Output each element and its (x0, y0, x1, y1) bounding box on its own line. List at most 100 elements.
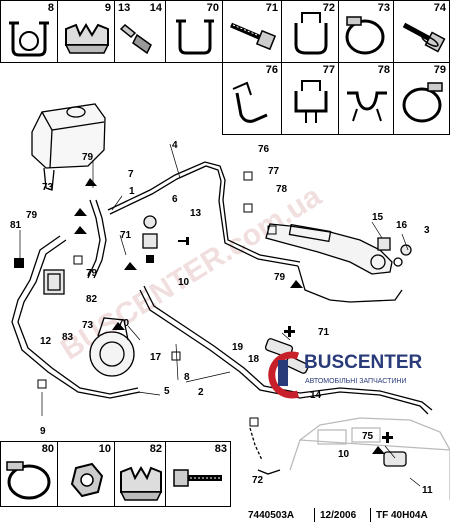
callout-1: 1 (129, 186, 135, 197)
part-box-76: 76 (222, 62, 282, 135)
hose-clamp-icon (402, 82, 443, 123)
callout-83: 83 (62, 332, 74, 343)
callout-2: 2 (198, 387, 204, 398)
part-number: 71 (265, 2, 278, 14)
part-box-77: 77 (281, 62, 339, 135)
footer-code: 7440503A (248, 510, 295, 521)
clip-icon (176, 19, 214, 55)
clamp-block-icon (64, 23, 110, 54)
callout-82: 82 (86, 294, 98, 305)
callout-76: 76 (258, 144, 270, 155)
callout-14: 14 (310, 390, 322, 401)
part-box-79: 79 (393, 62, 450, 135)
part-box-80: 80 (0, 441, 58, 507)
footer-model: TF 40H04A (376, 510, 428, 521)
buscenter-logo: BUSCENTER АВТОМОБІЛЬНІ ЗАПЧАСТИНИ (268, 350, 444, 400)
part-number: 76 (265, 64, 278, 76)
callout-12: 12 (40, 336, 52, 347)
part-box-8: 8 (0, 0, 58, 63)
clip-icon (232, 81, 268, 123)
bracket-clip-icon (294, 80, 328, 123)
part-number: 80 (41, 443, 54, 455)
bolt-icon (173, 469, 222, 487)
part-box-71: 71 (222, 0, 282, 63)
callout-71: 71 (120, 230, 132, 241)
flange-bolt-icon (402, 22, 446, 53)
part-number: 79 (433, 64, 446, 76)
part-number: 13 (118, 2, 131, 14)
part-number: 10 (98, 443, 111, 455)
callout-16: 16 (396, 220, 408, 231)
callout-6: 6 (172, 194, 178, 205)
part-box-13-14: 13 14 (114, 0, 166, 63)
stud-icon (119, 23, 152, 55)
hose-clamp-icon (6, 461, 51, 500)
part-number: 83 (214, 443, 227, 455)
callout-72: 72 (252, 475, 264, 486)
callout-18: 18 (248, 354, 260, 365)
callout-4: 4 (172, 140, 178, 151)
clip-icon (9, 21, 49, 57)
callout-19: 19 (232, 342, 244, 353)
hex-nut-icon (70, 462, 104, 498)
callout-79-b: 79 (26, 210, 38, 221)
part-number: 74 (433, 2, 446, 14)
callout-numbers: 1 2 3 4 5 6 7 8 9 10 10 11 12 13 14 15 1… (10, 140, 433, 496)
hose-lines (11, 103, 450, 500)
part-box-78: 78 (338, 62, 394, 135)
callout-79: 79 (82, 152, 94, 163)
callout-73: 73 (42, 182, 54, 193)
part-number: 8 (47, 2, 54, 14)
footer-date: 12/2006 (320, 510, 357, 521)
callout-8: 8 (184, 372, 190, 383)
callout-75: 75 (362, 431, 374, 442)
part-box-74: 74 (393, 0, 450, 63)
part-number: 70 (206, 2, 219, 14)
part-box-70: 70 (165, 0, 223, 63)
part-box-10: 10 (57, 441, 115, 507)
callout-11: 11 (422, 485, 433, 496)
cross-markers (14, 237, 189, 268)
part-box-82: 82 (114, 441, 166, 507)
bolt-icon (230, 22, 277, 51)
callout-70: 70 (118, 318, 130, 329)
callout-17: 17 (150, 352, 162, 363)
callout-78: 78 (276, 184, 288, 195)
part-number: 82 (149, 443, 162, 455)
callout-3: 3 (424, 225, 430, 236)
part-number: 77 (322, 64, 335, 76)
callout-10-b: 10 (338, 449, 350, 460)
part-box-72: 72 (281, 0, 339, 63)
callout-77: 77 (268, 166, 280, 177)
part-number: 9 (104, 2, 111, 14)
callout-79-c: 79 (86, 268, 98, 279)
callout-5: 5 (164, 386, 170, 397)
callout-7: 7 (128, 169, 134, 180)
callout-73-b: 73 (82, 320, 94, 331)
saddle-clip-icon (347, 91, 387, 122)
part-number: 72 (322, 2, 335, 14)
callout-79-d: 79 (274, 272, 286, 283)
bracket-clip-icon (294, 12, 328, 55)
logo-name: BUSCENTER (304, 352, 423, 373)
part-box-9: 9 (57, 0, 115, 63)
callout-71-b: 71 (318, 327, 330, 338)
part-box-83: 83 (165, 441, 231, 507)
callout-9: 9 (40, 426, 46, 437)
callout-15: 15 (372, 212, 384, 223)
part-number: 14 (149, 2, 162, 14)
plus-markers (284, 326, 393, 443)
part-number: 78 (377, 64, 390, 76)
square-markers (37, 171, 277, 427)
part-box-73: 73 (338, 0, 394, 63)
footer-divider (370, 508, 371, 522)
logo-mark-icon (268, 351, 300, 399)
clamp-block-icon (119, 466, 163, 501)
logo-subtitle: АВТОМОБІЛЬНІ ЗАПЧАСТИНИ (305, 378, 407, 385)
footer-divider (314, 508, 315, 522)
hose-clamp-icon (345, 16, 385, 55)
part-number: 73 (377, 2, 390, 14)
flow-markers (74, 178, 385, 454)
callout-10: 10 (178, 277, 190, 288)
